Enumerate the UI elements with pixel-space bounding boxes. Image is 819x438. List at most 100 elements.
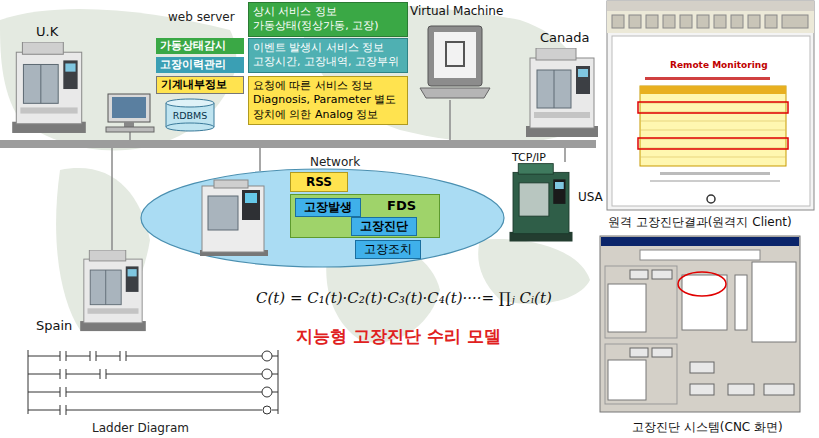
fds-area: FDS 고장발생고장진단: [290, 194, 440, 238]
drawing-rect: [434, 32, 476, 78]
drawing-line: [111, 148, 113, 252]
machine-usa: [510, 164, 573, 242]
virtual-machine-icon: [420, 26, 490, 98]
label-anchor: C(t) = C₁(t)·C₂(t)·C₃(t)·C₄(t)····= ∏ⱼ C…: [256, 289, 552, 307]
drawing-rect: [765, 15, 777, 28]
drawing-path: [60, 405, 66, 415]
fault-step-box: 고장진단: [351, 217, 417, 236]
drawing-rect: [612, 15, 624, 28]
text-label: 원격 고장진단결과(원격지 Client): [608, 215, 792, 229]
drawing-line: [259, 148, 261, 171]
label-anchor: USA: [578, 190, 603, 204]
drawing-rect: [640, 86, 786, 166]
drawing-line: [640, 130, 786, 131]
function-tag: 기계내부정보: [156, 76, 244, 94]
drawing-rect: [731, 15, 743, 28]
drawing-rect: [690, 384, 714, 395]
text-label: Remote Monitoring: [670, 60, 768, 71]
box-text: 가동상태(정상가동, 고장): [253, 19, 403, 33]
drawing-rect: [663, 15, 675, 28]
drawing-circle: [263, 406, 271, 414]
drawing-rect: [202, 186, 264, 252]
label-anchor: 지능형 고장진단 수리 모델: [296, 326, 501, 346]
box-text: 가동상태감시: [160, 39, 240, 53]
drawing-ellipse: [166, 123, 214, 131]
service-box: 이벤트 발생시 서비스 정보고장시간, 고장내역, 고장부위: [248, 38, 408, 73]
drawing-rect: [629, 15, 641, 28]
drawing-rect: [124, 122, 134, 127]
text-label: 지능형 고장진단 수리 모델: [296, 326, 501, 346]
text-label: U.K: [36, 24, 58, 40]
label-anchor: Virtual Machine: [410, 4, 503, 18]
text-label: 고장진단 시스템(CNC 화면): [632, 420, 783, 434]
box-text: Network: [310, 155, 360, 169]
world-map: [0, 5, 590, 343]
drawing-rect: [630, 270, 648, 279]
box-text: FDS: [387, 198, 435, 213]
drawing-rect: [242, 190, 260, 220]
label-anchor: Spain: [36, 318, 72, 334]
drawing-rect: [646, 15, 658, 28]
drawing-rect: [106, 127, 154, 132]
label-anchor: Canada: [540, 30, 589, 46]
rss-box: RSS: [290, 172, 348, 192]
drawing-rect: [601, 237, 799, 246]
drawing-rect: [607, 1, 814, 210]
drawing-path: [60, 387, 66, 397]
drawing-rect: [607, 11, 814, 33]
text-label: Spain: [36, 318, 72, 334]
drawing-line: [278, 350, 279, 414]
box-text: 고장진단: [356, 219, 412, 234]
cnc-screenshot: [600, 236, 800, 412]
remote-screenshot: [607, 1, 814, 210]
drawing-line: [564, 148, 566, 162]
text-label: Virtual Machine: [410, 4, 503, 18]
drawing-rect: [752, 262, 796, 342]
box-text: 고장발생: [300, 200, 356, 215]
box-text: 상시 서비스 정보: [253, 5, 403, 19]
drawing-line: [640, 157, 786, 158]
drawing-ellipse: [678, 272, 726, 296]
drawing-rect: [638, 102, 788, 113]
drawing-line: [640, 121, 786, 122]
label-anchor: Remote Monitoring: [670, 60, 768, 71]
text-label: web server: [168, 10, 235, 24]
drawing-circle: [262, 351, 272, 361]
drawing-rect: [428, 26, 482, 86]
drawing-rect: [245, 193, 257, 203]
box-text: RSS: [295, 175, 343, 189]
drawing-rect: [697, 15, 709, 28]
function-tag: 고장이력관리: [156, 57, 244, 73]
machine-canada: [526, 48, 598, 137]
drawing-rect: [650, 180, 780, 182]
drawing-circle: [262, 369, 272, 379]
box-text: 고장시간, 고장내역, 고장부위: [253, 55, 403, 69]
drawing-rect: [660, 172, 770, 175]
drawing-rect: [638, 138, 788, 149]
text-label: USA: [578, 190, 603, 204]
drawing-line: [28, 350, 29, 414]
box-text: 이벤트 발생시 서비스 정보: [253, 41, 403, 55]
drawing-rect: [605, 344, 677, 404]
box-text: RDBMS: [167, 110, 213, 121]
box-text: 기계내부정보: [161, 78, 239, 92]
drawing-path: [60, 369, 106, 379]
label-anchor: Ladder Diagram: [92, 421, 189, 435]
network-bus: [0, 140, 596, 148]
drawing-rect: [728, 384, 754, 395]
drawing-rect: [608, 284, 646, 332]
drawing-rect: [652, 270, 672, 279]
drawing-g: [612, 15, 808, 28]
drawing-rect: [690, 362, 714, 373]
service-box: 요청에 따른 서비스 정보Diagnosis, Parameter 별도장치에 …: [248, 76, 408, 125]
drawing-rect: [652, 348, 672, 357]
drawing-rect: [764, 384, 794, 395]
drawing-rect: [714, 15, 726, 28]
drawing-rect: [607, 1, 814, 11]
drawing-rect: [630, 348, 648, 357]
text-label: TCP/IP: [512, 151, 546, 164]
drawing-rect: [608, 360, 646, 400]
fault-step-box: 고장조치: [355, 240, 421, 259]
label-anchor: U.K: [36, 24, 58, 40]
